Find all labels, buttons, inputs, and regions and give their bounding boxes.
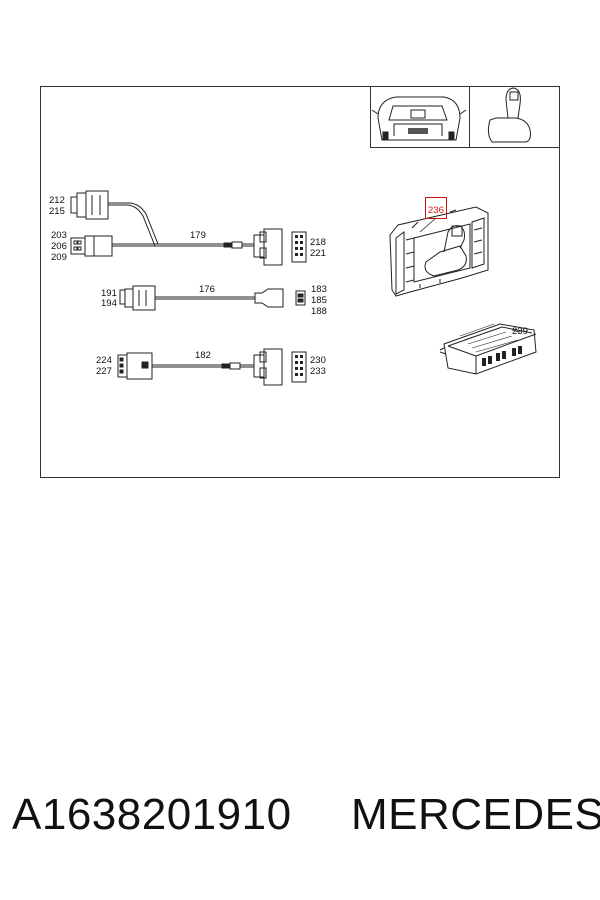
footer: A1638201910 MERCEDES	[0, 790, 600, 870]
car-top-view-icon	[371, 96, 467, 141]
callout-227: 227	[96, 366, 112, 377]
callout-209: 209	[51, 252, 67, 263]
callout-233: 233	[310, 366, 326, 377]
seat-icon	[487, 87, 531, 143]
callout-194: 194	[101, 298, 117, 309]
callout-188: 188	[311, 306, 327, 317]
callout-215: 215	[49, 206, 65, 217]
callout-203: 203	[51, 230, 67, 241]
callout-179: 179	[190, 230, 206, 241]
callout-230: 230	[310, 355, 326, 366]
callout-176: 176	[199, 284, 215, 295]
callout-212: 212	[49, 195, 65, 206]
callout-239: 239	[512, 326, 528, 337]
cable-assembly-176	[119, 285, 306, 311]
callout-labels: 212 215 203 206 209 179 218 221 191 194 …	[49, 195, 528, 377]
callout-218: 218	[310, 237, 326, 248]
part-number: A1638201910	[12, 790, 292, 839]
cable-assembly-182	[117, 348, 307, 386]
callout-206: 206	[51, 241, 67, 252]
callout-224: 224	[96, 355, 112, 366]
thumbnail-panel	[370, 86, 560, 148]
callout-221: 221	[310, 248, 326, 259]
brand-name: MERCEDES	[351, 790, 600, 839]
callout-185: 185	[311, 295, 327, 306]
parts-diagram: 212 215 203 206 209 179 218 221 191 194 …	[40, 86, 560, 478]
callout-191: 191	[101, 288, 117, 299]
cable-assembly-179	[70, 190, 307, 266]
callout-183: 183	[311, 284, 327, 295]
control-unit	[439, 323, 537, 375]
seat-switch-panel	[389, 206, 489, 297]
diagram-frame	[40, 86, 560, 478]
callout-182: 182	[195, 350, 211, 361]
callout-236: 236	[428, 205, 444, 216]
